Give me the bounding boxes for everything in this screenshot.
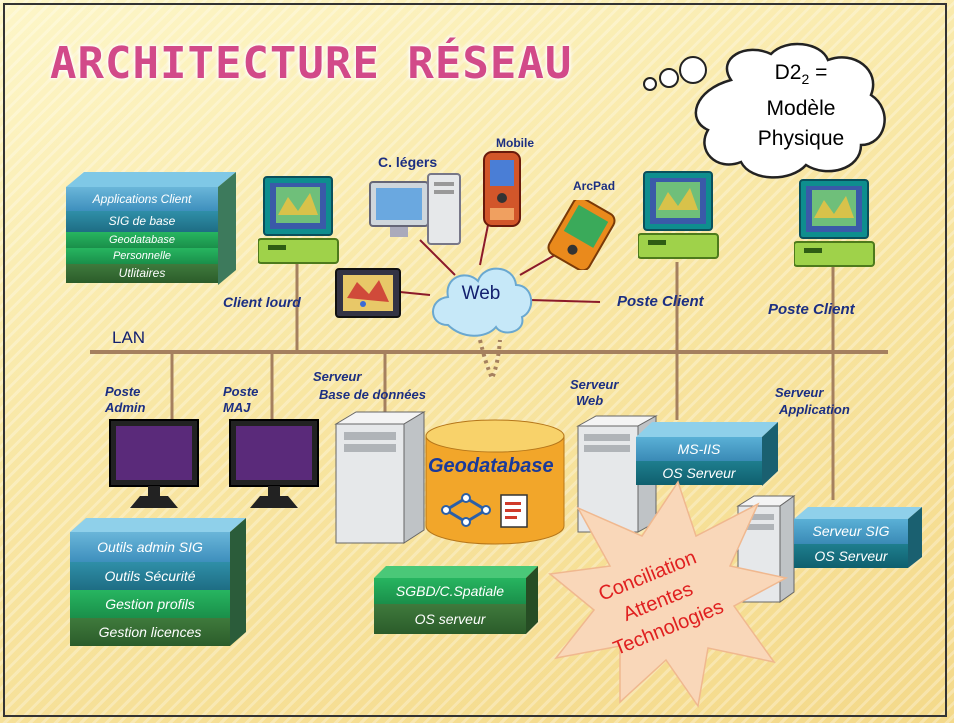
app-server-stack-row: OS Serveur xyxy=(794,544,908,568)
client-stack-row: SIG de base xyxy=(66,211,218,232)
bubble-text: D22 = Modèle Physique xyxy=(716,58,886,154)
bubble-line-2: Modèle xyxy=(766,97,836,121)
slide-frame xyxy=(3,3,947,717)
lan-label: LAN xyxy=(112,328,146,347)
app-server-stack-row: Serveur SIG xyxy=(794,519,908,544)
db-stack-row: OS serveur xyxy=(374,604,526,634)
maj-monitor-icon xyxy=(229,419,319,508)
client-lourd-computer-icon xyxy=(258,176,339,264)
web-server-stack: MS-IIS OS Serveur xyxy=(636,437,762,485)
mobile-phone-icon xyxy=(483,151,521,227)
slide-title: ARCHITECTURE RÉSEAU xyxy=(50,38,573,89)
app-server-stack-3d-edges xyxy=(794,507,922,568)
admin-stack-row: Gestion licences xyxy=(70,618,230,646)
client-stack-3d-edges xyxy=(66,172,236,285)
arcpad-device-icon xyxy=(547,200,616,270)
bubble-line-3: Physique xyxy=(757,127,845,151)
web-server-stack-row: MS-IIS xyxy=(636,437,762,461)
document-icon xyxy=(500,494,528,528)
thin-client-computer-icon xyxy=(369,173,461,245)
network-graph-icon xyxy=(441,493,491,527)
label-c-legers: C. légers xyxy=(378,154,438,170)
admin-stack-row: Outils admin SIG xyxy=(70,532,230,562)
app-server-stack: Serveur SIG OS Serveur xyxy=(794,519,908,568)
label-arcpad: ArcPad xyxy=(573,179,616,193)
label-mobile: Mobile xyxy=(496,136,534,150)
web-label: Web xyxy=(461,283,501,304)
geodatabase-cylinder-icon xyxy=(425,419,565,545)
label-client-lourd: Client lourd xyxy=(223,294,301,310)
web-link-clegers xyxy=(419,239,456,276)
web-link-arcpad xyxy=(519,254,556,276)
thought-bubble-icon xyxy=(643,42,886,179)
tablet-map-icon xyxy=(335,268,401,318)
web-cloud-icon xyxy=(432,267,532,337)
client-stack-row: Applications Client xyxy=(66,187,218,211)
db-stack-3d-edges xyxy=(374,566,538,634)
web-link-client xyxy=(529,299,601,303)
client-stack-row: Utlitaires xyxy=(66,264,218,283)
admin-monitor-icon xyxy=(109,419,199,508)
db-stack-row: SGBD/C.Spatiale xyxy=(374,578,526,604)
label-poste-client-1: Poste Client xyxy=(617,293,704,310)
client-stack: Applications Client SIG de base Geodatab… xyxy=(66,187,218,283)
admin-stack-row: Gestion profils xyxy=(70,590,230,618)
label-poste-client-2: Poste Client xyxy=(768,301,855,318)
bubble-line-1: D22 = xyxy=(774,61,828,88)
poste-client-2-computer-icon xyxy=(794,179,875,267)
db-server-icon xyxy=(334,411,426,544)
web-lan-dotted-link xyxy=(478,339,502,383)
admin-stack-3d-edges xyxy=(70,518,246,646)
web-server-stack-3d-edges xyxy=(636,422,778,486)
client-stack-row: Geodatabase xyxy=(66,232,218,248)
admin-stack-row: Outils Sécurité xyxy=(70,562,230,590)
poste-client-1-computer-icon xyxy=(638,171,719,259)
web-link-tablet xyxy=(399,291,431,296)
admin-stack: Outils admin SIG Outils Sécurité Gestion… xyxy=(70,532,230,646)
geodatabase-label: Geodatabase xyxy=(428,455,554,477)
starburst-shape xyxy=(548,480,788,708)
client-stack-row: Personnelle xyxy=(66,248,218,264)
web-server-stack-row: OS Serveur xyxy=(636,461,762,485)
db-stack: SGBD/C.Spatiale OS serveur xyxy=(374,578,526,634)
